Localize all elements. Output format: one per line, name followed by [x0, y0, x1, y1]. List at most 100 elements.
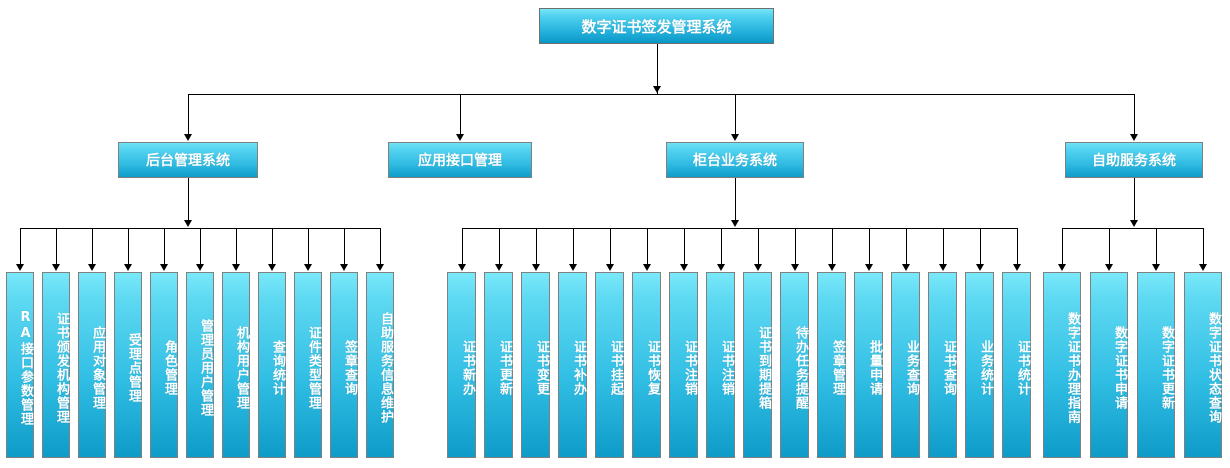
leaf-node[interactable]: 证书更新: [484, 272, 513, 458]
connector-leaf-stem: [720, 228, 722, 264]
connector-leaf-arrow: [124, 264, 132, 271]
connector-leaf-stem: [1016, 228, 1018, 264]
branch-node-counter[interactable]: 柜台业务系统: [666, 142, 804, 178]
connector-leaf-arrow: [901, 264, 910, 271]
branch-node-selfservice[interactable]: 自助服务系统: [1065, 142, 1203, 178]
branch-node-label: 自助服务系统: [1092, 153, 1176, 169]
leaf-node-label: 数字证书办理指南: [1065, 312, 1080, 424]
connector-branch-stem: [735, 94, 736, 134]
connector-leaf-stem: [344, 228, 345, 264]
root-node: 数字证书签发管理系统: [539, 8, 774, 44]
leaf-node[interactable]: 受理点管理: [114, 272, 142, 458]
leaf-node[interactable]: 数字证书更新: [1137, 272, 1175, 458]
connector-leaf-arrow: [1012, 264, 1021, 271]
leaf-node-label: 机构用户管理: [234, 326, 249, 410]
leaf-node[interactable]: RA接口参数管理: [6, 272, 34, 458]
leaf-node[interactable]: 机构用户管理: [222, 272, 250, 458]
leaf-node-label: 证书新办: [460, 340, 475, 396]
leaf-node[interactable]: 应用对象管理: [78, 272, 106, 458]
leaf-node-label: 数字证书状态查询: [1206, 312, 1221, 424]
leaf-node[interactable]: 角色管理: [150, 272, 178, 458]
connector-bus-counter: [461, 228, 1017, 229]
connector-branch-down: [1134, 178, 1135, 220]
leaf-node[interactable]: 证书挂起: [595, 272, 624, 458]
leaf-node[interactable]: 证书变更: [521, 272, 550, 458]
branch-node-label: 后台管理系统: [146, 153, 230, 169]
connector-leaf-stem: [56, 228, 57, 264]
leaf-node[interactable]: 证书恢复: [632, 272, 661, 458]
leaf-node[interactable]: 证书补办: [558, 272, 587, 458]
connector-leaf-arrow: [88, 264, 96, 271]
leaf-node[interactable]: 证书新办: [447, 272, 476, 458]
leaf-node[interactable]: 证书统计: [1002, 272, 1031, 458]
leaf-node-label: 业务统计: [978, 340, 993, 396]
leaf-node[interactable]: 数字证书办理指南: [1043, 272, 1081, 458]
root-node-label: 数字证书签发管理系统: [581, 17, 732, 36]
connector-leaf-arrow: [790, 264, 799, 271]
leaf-node-label: 证书查询: [941, 340, 956, 396]
connector-leaf-arrow: [160, 264, 168, 271]
leaf-node[interactable]: 数字证书申请: [1090, 272, 1128, 458]
connector-leaf-arrow: [568, 264, 577, 271]
leaf-node-label: 证书统计: [1015, 340, 1030, 396]
connector-leaf-arrow: [1152, 264, 1160, 271]
connector-leaf-stem: [20, 228, 21, 264]
leaf-node[interactable]: 证书注销: [669, 272, 698, 458]
leaf-node[interactable]: 待办任务提醒: [780, 272, 809, 458]
branch-node-api[interactable]: 应用接口管理: [388, 142, 532, 178]
connector-leaf-stem: [646, 228, 648, 264]
connector-leaf-stem: [572, 228, 574, 264]
connector-leaf-stem: [683, 228, 685, 264]
connector-leaf-arrow: [304, 264, 312, 271]
connector-branch-arrow: [731, 134, 739, 141]
connector-leaf-stem: [1156, 228, 1157, 264]
leaf-node[interactable]: 证件类型管理: [294, 272, 322, 458]
leaf-node[interactable]: 数字证书状态查询: [1184, 272, 1222, 458]
connector-leaf-arrow: [232, 264, 240, 271]
connector-branch-arrow: [184, 134, 192, 141]
connector-leaf-arrow: [457, 264, 466, 271]
leaf-node-label: 证书恢复: [645, 340, 660, 396]
leaf-node[interactable]: 证书查询: [928, 272, 957, 458]
connector-leaf-stem: [794, 228, 796, 264]
connector-leaf-stem: [236, 228, 237, 264]
connector-root-arrow: [652, 86, 661, 93]
connector-branch-stem: [188, 94, 189, 134]
connector-branch-stem: [460, 94, 461, 134]
leaf-node[interactable]: 签章管理: [817, 272, 846, 458]
connector-leaf-arrow: [605, 264, 614, 271]
connector-branch-down-arrow: [1130, 220, 1138, 227]
connector-leaf-arrow: [16, 264, 24, 271]
connector-leaf-arrow: [340, 264, 348, 271]
connector-leaf-stem: [128, 228, 129, 264]
connector-leaf-arrow: [864, 264, 873, 271]
leaf-node-label: 证书颁发机构管理: [54, 312, 69, 424]
connector-leaf-arrow: [679, 264, 688, 271]
leaf-node-label: 应用对象管理: [90, 326, 105, 410]
leaf-node[interactable]: 批量申请: [854, 272, 883, 458]
leaf-node-label: 自助服务信息维护: [378, 312, 393, 424]
leaf-node[interactable]: 管理员用户管理: [186, 272, 214, 458]
leaf-node-label: RA接口参数管理: [18, 310, 33, 426]
connector-leaf-arrow: [753, 264, 762, 271]
leaf-node[interactable]: 业务查询: [891, 272, 920, 458]
leaf-node[interactable]: 证书颁发机构管理: [42, 272, 70, 458]
leaf-node[interactable]: 签章查询: [330, 272, 358, 458]
leaf-node[interactable]: 业务统计: [965, 272, 994, 458]
connector-leaf-stem: [609, 228, 611, 264]
leaf-node-label: 签章管理: [830, 340, 845, 396]
leaf-node[interactable]: 证书到期提箱: [743, 272, 772, 458]
leaf-node[interactable]: 查询统计: [258, 272, 286, 458]
leaf-node-label: 证书挂起: [608, 340, 623, 396]
leaf-node[interactable]: 自助服务信息维护: [366, 272, 394, 458]
connector-branch-down: [188, 178, 189, 220]
connector-branch-stem: [1134, 94, 1135, 134]
connector-leaf-arrow: [52, 264, 60, 271]
leaf-node[interactable]: 证书注销: [706, 272, 735, 458]
connector-leaf-arrow: [1105, 264, 1113, 271]
connector-leaf-arrow: [938, 264, 947, 271]
leaf-node-label: 角色管理: [162, 340, 177, 396]
connector-leaf-stem: [757, 228, 759, 264]
branch-node-backoffice[interactable]: 后台管理系统: [118, 142, 258, 178]
